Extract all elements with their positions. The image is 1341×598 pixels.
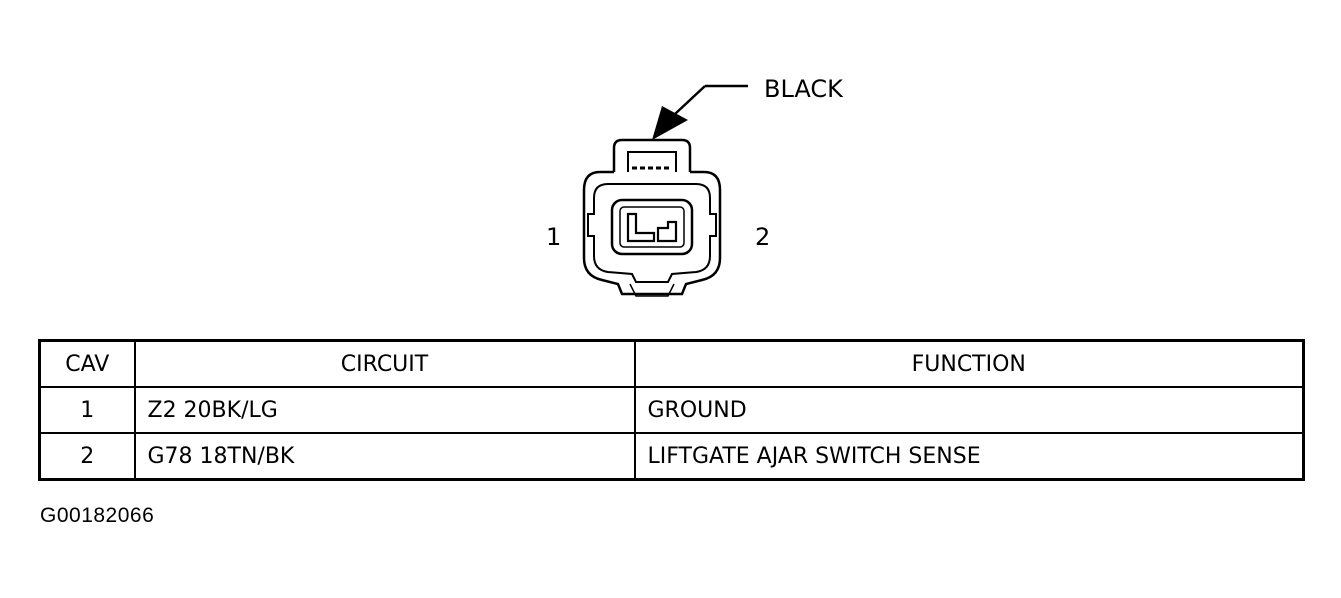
figure-id: G00182066	[40, 504, 155, 527]
header-function: FUNCTION	[633, 339, 1305, 388]
cav-cell: 2	[38, 432, 136, 481]
pinout-table: CAV CIRCUIT FUNCTION 1 Z2 20BK/LG GROUND…	[38, 339, 1305, 481]
connector-color-label: BLACK	[764, 75, 844, 103]
function-cell: LIFTGATE AJAR SWITCH SENSE	[633, 432, 1305, 481]
header-cav: CAV	[38, 339, 136, 388]
function-cell: GROUND	[633, 386, 1305, 434]
table-header-row: CAV CIRCUIT FUNCTION	[38, 339, 1305, 388]
connector-body	[582, 138, 722, 297]
color-leader-arrow	[674, 84, 748, 115]
circuit-cell: G78 18TN/BK	[133, 432, 636, 481]
terminal-1	[626, 212, 656, 243]
connector-diagram: BLACK 1 2	[546, 75, 844, 297]
arrow-head	[652, 106, 688, 140]
table-row: 2 G78 18TN/BK LIFTGATE AJAR SWITCH SENSE	[38, 432, 1305, 481]
pin-label-2: 2	[755, 223, 770, 251]
terminal-2	[656, 220, 678, 243]
table-row: 1 Z2 20BK/LG GROUND	[38, 386, 1305, 434]
cav-cell: 1	[38, 386, 136, 434]
header-circuit: CIRCUIT	[133, 339, 636, 388]
pin-label-1: 1	[546, 223, 561, 251]
circuit-cell: Z2 20BK/LG	[133, 386, 636, 434]
